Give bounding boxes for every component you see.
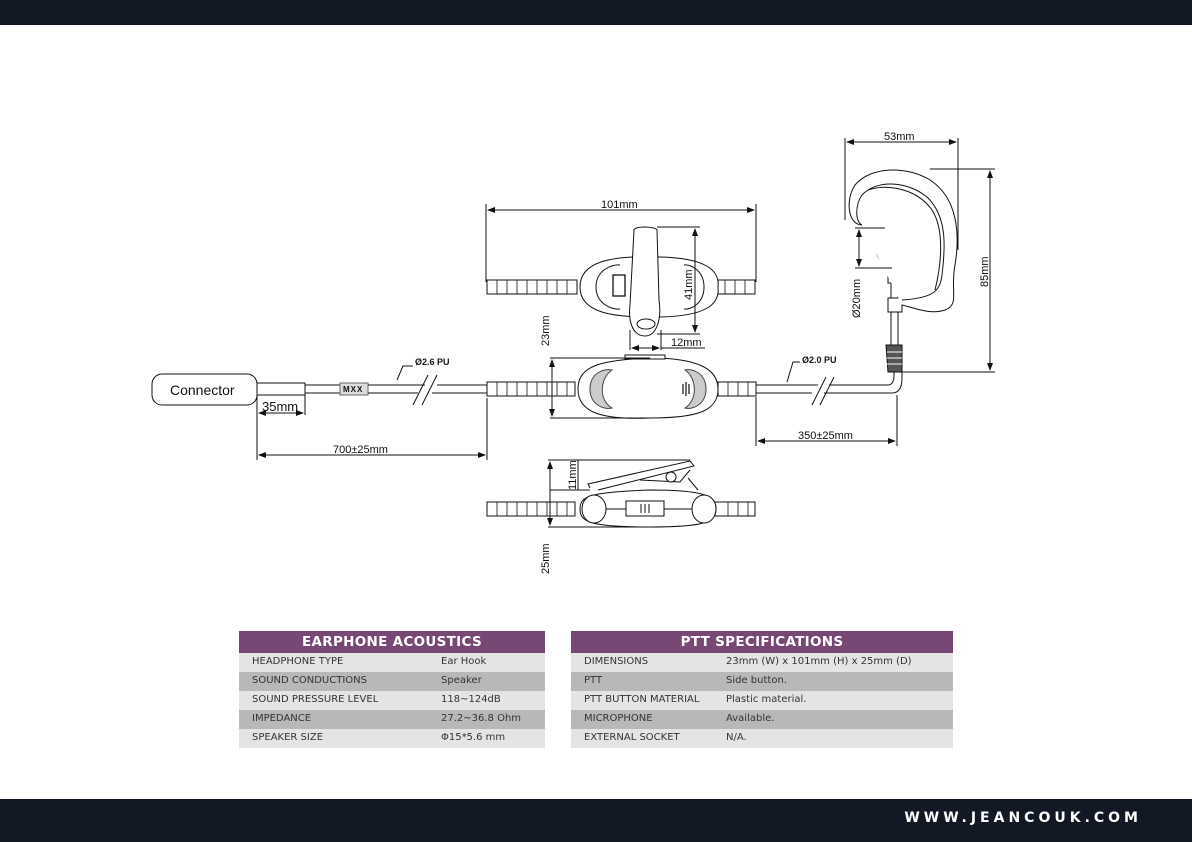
row-value: Speaker (441, 675, 482, 686)
row-value: Side button. (726, 675, 787, 686)
row-key: IMPEDANCE (252, 713, 312, 724)
table-row: PTT BUTTON MATERIAL Plastic material. (571, 691, 953, 710)
table-row: SOUND CONDUCTIONS Speaker (239, 672, 545, 691)
row-key: SOUND PRESSURE LEVEL (252, 694, 379, 705)
row-value: Φ15*5.6 mm (441, 732, 506, 743)
table-row: SOUND PRESSURE LEVEL 118~124dB (239, 691, 545, 710)
table-row: IMPEDANCE 27.2~36.8 Ohm (239, 710, 545, 729)
belt-clip (629, 226, 661, 337)
row-value: Plastic material. (726, 694, 807, 705)
row-key: MICROPHONE (584, 713, 653, 724)
ptt-specifications-table: PTT SPECIFICATIONS DIMENSIONS 23mm (W) x… (571, 631, 953, 748)
dim-ptt-height: 23mm (540, 315, 552, 346)
row-value: 27.2~36.8 Ohm (441, 713, 522, 724)
dim-clip-depth: 11mm (567, 460, 579, 490)
connector-label: Connector (170, 382, 235, 398)
table-row: MICROPHONE Available. (571, 710, 953, 729)
connector-assembly (151, 365, 488, 460)
row-key: PTT BUTTON MATERIAL (584, 694, 700, 705)
ptt-body-side (577, 357, 719, 419)
row-key: SOUND CONDUCTIONS (252, 675, 367, 686)
ptt-top-view (485, 204, 757, 351)
earphone-assembly (755, 138, 995, 446)
table-title: PTT SPECIFICATIONS (571, 631, 953, 653)
row-key: SPEAKER SIZE (252, 732, 324, 743)
cable-break-mark (811, 376, 827, 406)
table-row: PTT Side button. (571, 672, 953, 691)
dim-ptt-depth: 25mm (540, 543, 552, 574)
row-value: Available. (726, 713, 775, 724)
top-bar (0, 0, 1192, 25)
table-row: SPEAKER SIZE Φ15*5.6 mm (239, 729, 545, 748)
table-row: HEADPHONE TYPE Ear Hook (239, 653, 545, 672)
dim-earphone-cable-length: 350±25mm (798, 430, 853, 442)
dim-main-cable-spec: Ø2.6 PU (415, 357, 450, 367)
dim-speaker-diameter: Ø20mm (851, 279, 863, 318)
dim-ptt-width: 101mm (601, 199, 638, 211)
footer-bar: WWW.JEANCOUK.COM (0, 799, 1192, 842)
dim-earhook-width: 53mm (884, 131, 915, 143)
ear-hook (848, 169, 958, 313)
website-link[interactable]: WWW.JEANCOUK.COM (904, 810, 1142, 826)
row-value: Ear Hook (441, 656, 487, 667)
row-value: N/A. (726, 732, 747, 743)
cable-break-mark (421, 374, 438, 406)
table-row: EXTERNAL SOCKET N/A. (571, 729, 953, 748)
ptt-bottom-view (486, 459, 756, 528)
connector-sleeve (256, 382, 306, 396)
mxx-badge (339, 382, 369, 396)
table-title: EARPHONE ACOUSTICS (239, 631, 545, 653)
mic-hole-icon (682, 382, 690, 396)
row-key: HEADPHONE TYPE (252, 656, 344, 667)
ptt-side-view (486, 354, 790, 419)
row-key: DIMENSIONS (584, 656, 649, 667)
earphone-acoustics-table: EARPHONE ACOUSTICS HEADPHONE TYPE Ear Ho… (239, 631, 545, 748)
belt-clip-side (587, 460, 699, 491)
dim-earhook-height: 85mm (979, 256, 991, 287)
dim-clip-width: 12mm (671, 337, 702, 349)
cable-break-mark (412, 374, 429, 406)
mxx-badge-label: MXX (343, 385, 363, 394)
row-value: 118~124dB (441, 694, 501, 705)
row-key: EXTERNAL SOCKET (584, 732, 680, 743)
dim-connector-sleeve: 35mm (262, 399, 298, 414)
table-row: DIMENSIONS 23mm (W) x 101mm (H) x 25mm (… (571, 653, 953, 672)
side-button (624, 354, 666, 360)
dim-earphone-cable-spec: Ø2.0 PU (802, 355, 837, 365)
row-value: 23mm (W) x 101mm (H) x 25mm (D) (726, 656, 912, 667)
row-key: PTT (584, 675, 603, 686)
dim-main-cable-length: 700±25mm (333, 444, 388, 456)
ptt-window (612, 274, 626, 297)
cable-break-mark (819, 376, 835, 406)
dim-clip-height: 41mm (683, 269, 695, 300)
